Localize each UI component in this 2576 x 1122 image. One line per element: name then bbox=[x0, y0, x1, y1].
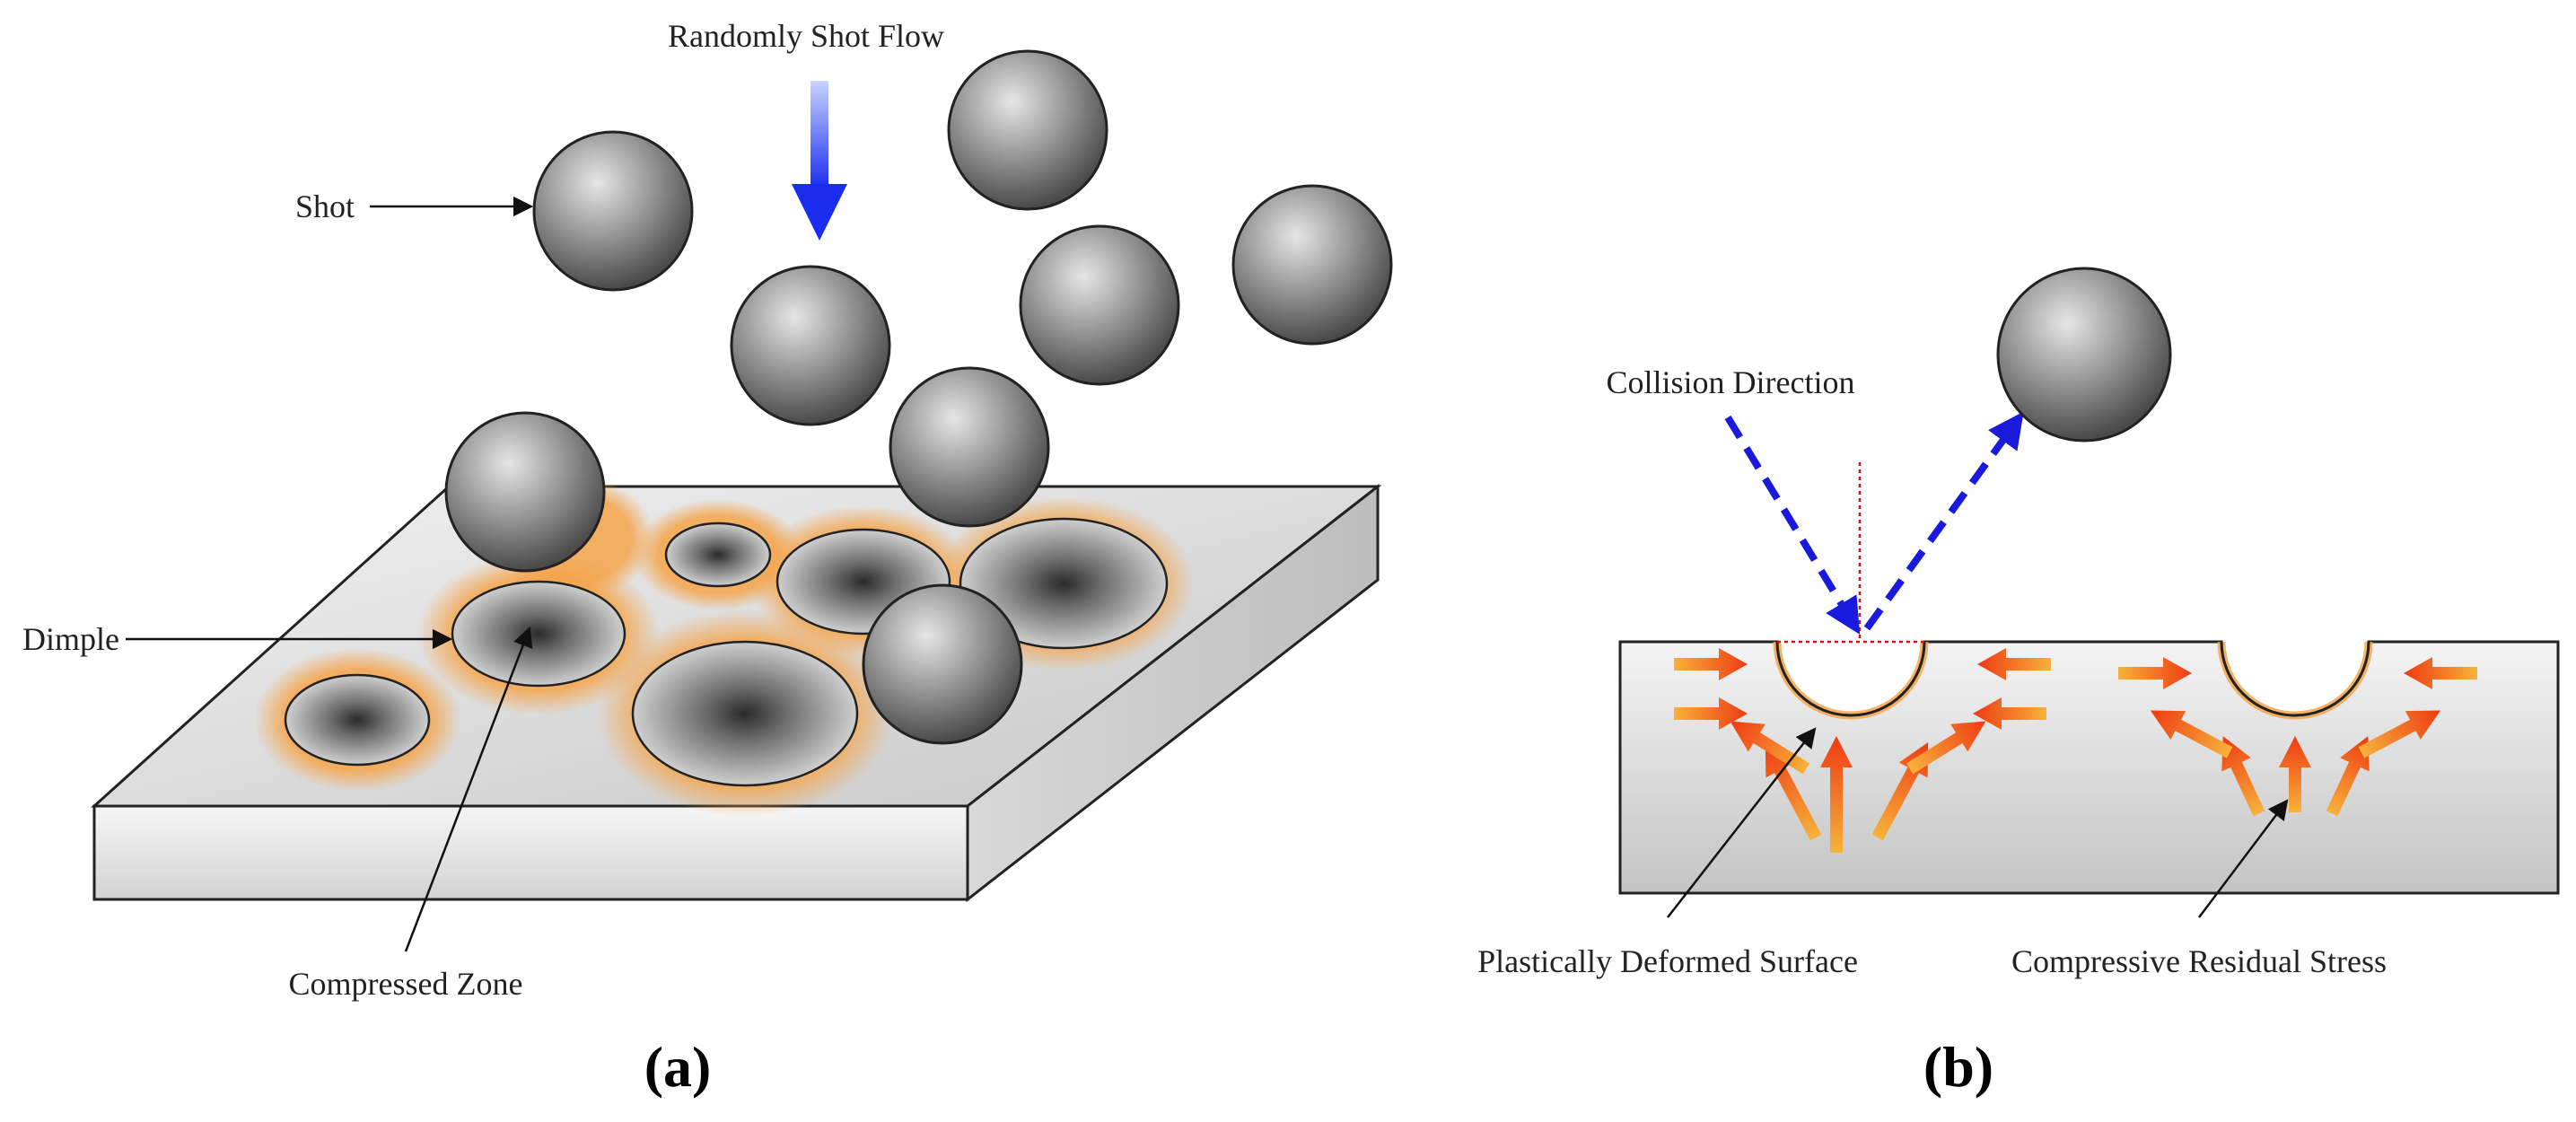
shot-ball bbox=[947, 49, 1108, 211]
dimple bbox=[284, 673, 431, 767]
stress-arrows-right bbox=[2118, 657, 2477, 817]
stress-arrow bbox=[1973, 697, 2046, 730]
plastically-deformed-surface-label: Plastically Deformed Surface bbox=[1477, 943, 1858, 979]
stress-arrow bbox=[2221, 736, 2265, 817]
stress-arrow bbox=[2358, 710, 2441, 758]
dimple bbox=[631, 640, 859, 787]
panel-b-caption: (b) bbox=[1923, 1035, 1993, 1099]
collision-direction-label: Collision Direction bbox=[1607, 364, 1855, 400]
shots bbox=[444, 49, 1393, 745]
dimple-label: Dimple bbox=[22, 621, 119, 657]
shot-ball bbox=[1231, 184, 1393, 346]
shot-ball bbox=[730, 265, 891, 426]
shot-flow-arrow bbox=[792, 81, 847, 241]
stress-arrow bbox=[2404, 657, 2477, 689]
stress-arrow bbox=[1906, 721, 1986, 775]
panel-b: Collision Direction Plastically Deformed… bbox=[1477, 267, 2560, 1099]
dimple bbox=[451, 580, 626, 688]
rebounding-shot-ball bbox=[1996, 267, 2172, 443]
stress-arrow bbox=[1674, 648, 1748, 680]
stress-arrow bbox=[2326, 736, 2370, 817]
stress-arrow bbox=[2279, 736, 2311, 812]
incoming-collision-arrow bbox=[1724, 415, 1861, 635]
shot-ball bbox=[444, 411, 606, 573]
block-front-face bbox=[92, 804, 969, 901]
compressed-zone-leader bbox=[404, 626, 533, 952]
stress-arrow bbox=[2118, 657, 2192, 689]
randomly-shot-flow-label: Randomly Shot Flow bbox=[668, 18, 944, 54]
compressed-zone-label: Compressed Zone bbox=[289, 966, 523, 1002]
shot-ball bbox=[1019, 224, 1180, 386]
shot-ball bbox=[889, 366, 1050, 528]
compressive-residual-stress-label: Compressive Residual Stress bbox=[2011, 943, 2387, 979]
rebound-arrow bbox=[1863, 411, 2024, 631]
shot-ball bbox=[862, 583, 1023, 745]
dimple bbox=[664, 522, 772, 588]
block-side-face bbox=[966, 483, 1380, 903]
deformed-surface-leader bbox=[1667, 727, 1817, 918]
stress-arrows-left bbox=[1674, 648, 2051, 853]
stress-arrow bbox=[2150, 710, 2233, 758]
panel-a-caption: (a) bbox=[644, 1035, 712, 1099]
panel-a: Randomly Shot Flow Shot Dimple Compresse… bbox=[22, 18, 1393, 1099]
shot-ball bbox=[532, 130, 694, 292]
dimple bbox=[959, 517, 1169, 650]
stress-arrow bbox=[1674, 697, 1748, 730]
stress-arrow bbox=[1977, 648, 2051, 680]
residual-stress-leader bbox=[2198, 799, 2289, 918]
stress-arrow bbox=[1765, 742, 1822, 841]
stress-arrow bbox=[1820, 736, 1853, 853]
shot-label: Shot bbox=[295, 188, 355, 224]
